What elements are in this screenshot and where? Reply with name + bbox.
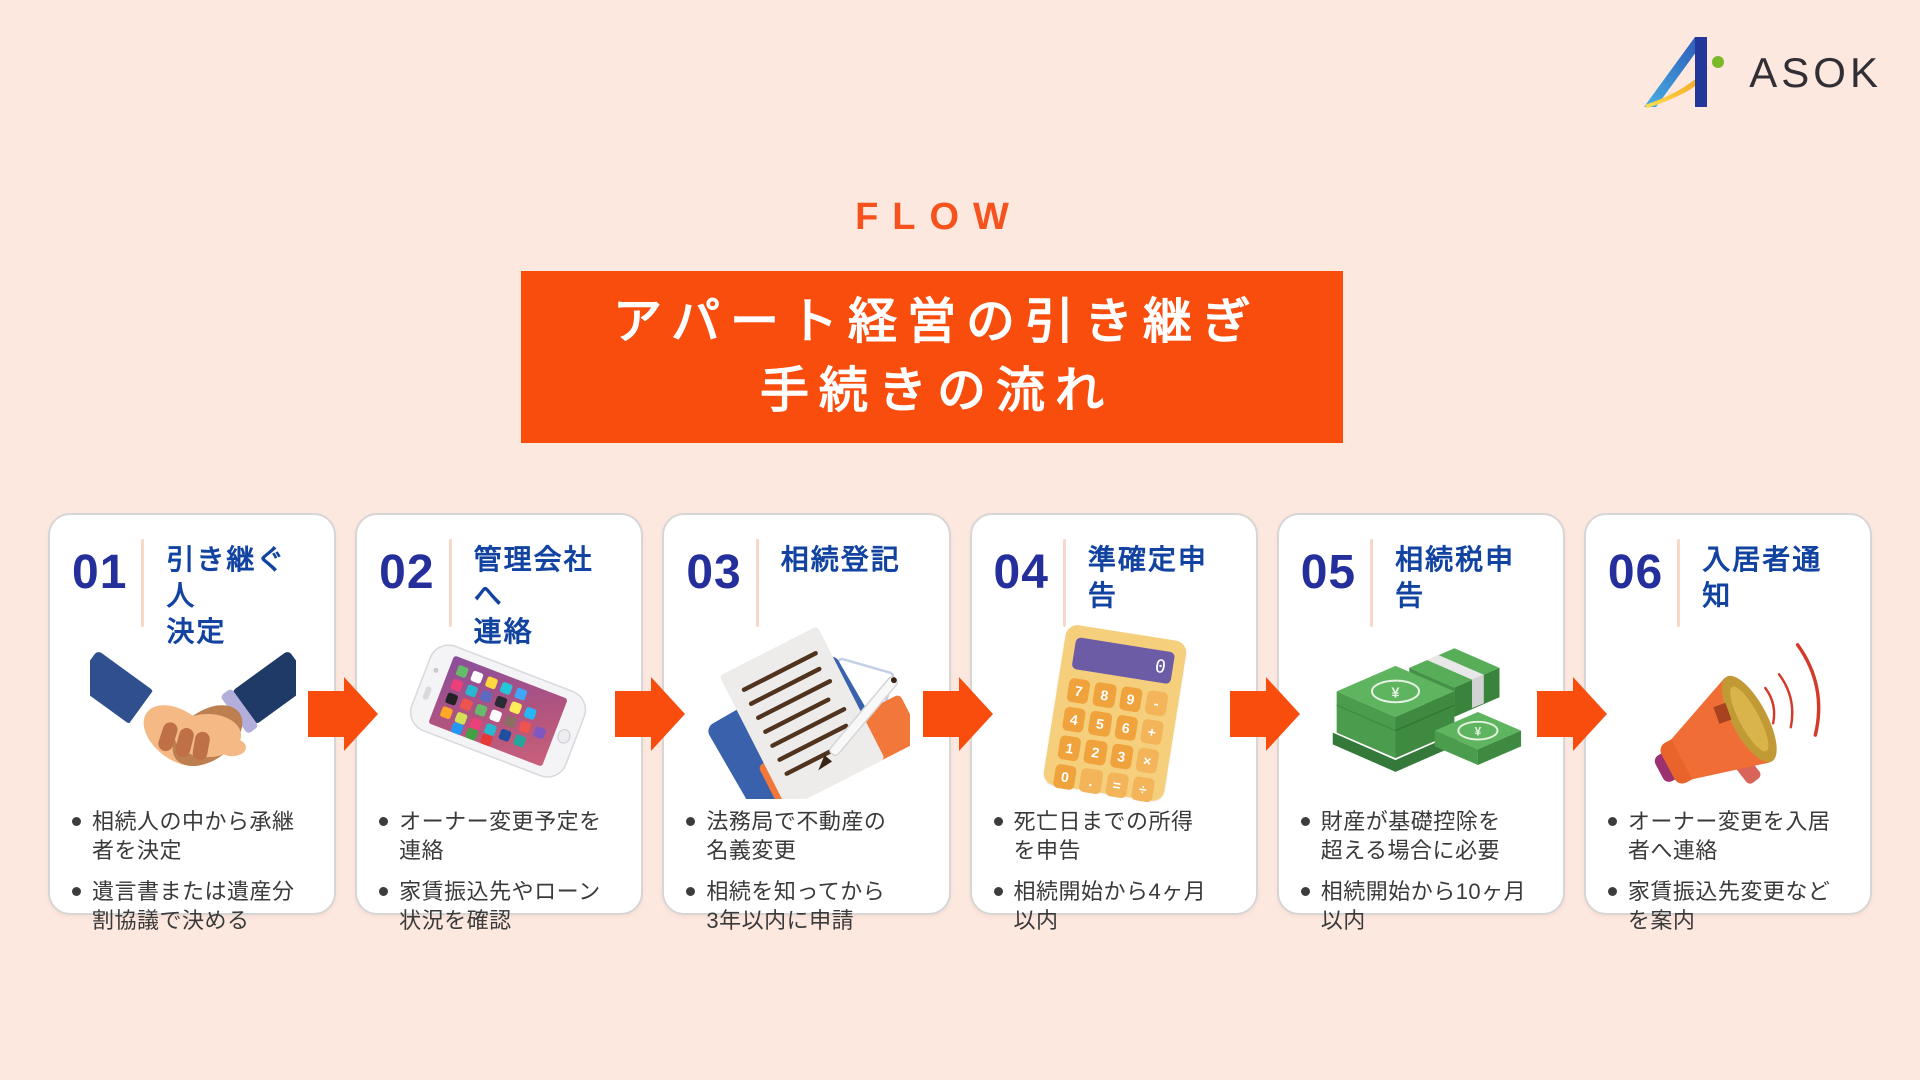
bullet-dot	[379, 886, 389, 896]
step-header: 05 相続税申告	[1301, 539, 1543, 627]
calc-key: 8	[1091, 681, 1117, 709]
step-divider	[141, 539, 145, 627]
step-header: 01 引き継ぐ人 決定	[72, 539, 314, 647]
calc-key: 1	[1056, 734, 1082, 762]
step-bullets: 相続人の中から承継 者を決定 遺言書または遺産分 割協議で決める	[72, 807, 314, 936]
calc-key: 6	[1113, 714, 1138, 742]
step-title: 管理会社へ 連絡	[473, 544, 594, 647]
banner-title-line1: アパート経営の引き継ぎ	[612, 294, 1262, 349]
step-card-01: 01 引き継ぐ人 決定	[48, 513, 379, 933]
step-number: 06	[1607, 546, 1664, 599]
flow-eyebrow: FLOW	[855, 196, 1023, 238]
calculator-icon: 0 7 8 9 - 4 5 6 + 1 2 3 × 0 . =	[1041, 623, 1188, 803]
asok-logo-mark-icon	[1644, 37, 1725, 108]
steps-row: 01 引き継ぐ人 決定	[48, 513, 1873, 933]
megaphone-icon	[1608, 627, 1850, 799]
brand-logo: ASOK	[1644, 36, 1882, 110]
bullet-dot	[1607, 817, 1617, 826]
step-title: 相続税申告	[1395, 544, 1516, 611]
step-number: 03	[686, 546, 742, 599]
bullet-dot	[1300, 886, 1310, 896]
step-number: 04	[993, 546, 1049, 599]
step-bullets: オーナー変更予定を 連絡 家賃振込先やローン 状況を確認	[379, 807, 621, 936]
step-number: 01	[72, 546, 128, 599]
calc-key: 0	[1052, 763, 1077, 791]
bullet-item: オーナー変更を入居 者へ連絡	[1607, 807, 1850, 866]
svg-text:¥: ¥	[1474, 726, 1481, 739]
bullet-dot	[72, 817, 81, 826]
step-bullets: 財産が基礎控除を 超える場合に必要 相続開始から10ヶ月 以内	[1300, 807, 1543, 936]
step-header: 02 管理会社へ 連絡	[379, 539, 621, 647]
calc-key: 7	[1065, 677, 1091, 705]
calc-key: 3	[1108, 743, 1134, 771]
bullet-item: 相続開始から10ヶ月 以内	[1300, 877, 1543, 936]
step-card-05: 05 相続税申告 ¥	[1276, 513, 1607, 933]
step-bullets: 死亡日までの所得 を申告 相続開始から4ヶ月 以内	[993, 807, 1236, 936]
bullet-item: 相続開始から4ヶ月 以内	[993, 877, 1236, 936]
step-title: 準確定申告	[1087, 544, 1208, 611]
calc-key: 2	[1082, 738, 1108, 766]
step-header: 06 入居者通知	[1608, 539, 1850, 627]
bullet-item: 遺言書または遺産分 割協議で決める	[72, 877, 314, 936]
money-stack-icon: ¥ ¥	[1301, 627, 1543, 799]
bullet-item: 家賃振込先やローン 状況を確認	[379, 877, 621, 936]
calc-key: 9	[1117, 685, 1143, 713]
calc-key: 4	[1061, 706, 1087, 734]
calculator-keys: 7 8 9 - 4 5 6 + 1 2 3 × 0 . = ÷	[1052, 677, 1169, 803]
step-title: 入居者通知	[1702, 544, 1823, 611]
bullet-item: 相続を知ってから 3年以内に申請	[686, 877, 928, 936]
calc-key: .	[1078, 767, 1103, 795]
step-number: 02	[379, 546, 435, 599]
step-divider	[1677, 539, 1681, 627]
step-number: 05	[1300, 546, 1357, 599]
step-bullets: オーナー変更を入居 者へ連絡 家賃振込先変更など を案内	[1607, 807, 1850, 936]
bullet-dot	[1607, 886, 1617, 896]
bullet-dot	[686, 886, 696, 896]
step-divider	[755, 539, 759, 627]
bullet-item: 家賃振込先変更など を案内	[1607, 877, 1850, 936]
bullet-dot	[993, 817, 1003, 826]
step-divider	[1370, 539, 1374, 627]
calc-key: +	[1139, 718, 1164, 746]
calc-key: =	[1104, 771, 1129, 799]
bullet-dot	[686, 817, 696, 826]
step-header: 03 相続登記	[686, 539, 928, 627]
bullet-item: 死亡日までの所得 を申告	[993, 807, 1236, 866]
step-bullets: 法務局で不動産の 名義変更 相続を知ってから 3年以内に申請	[686, 807, 928, 936]
step-title: 引き継ぐ人 決定	[166, 544, 287, 647]
svg-text:¥: ¥	[1391, 685, 1400, 701]
step-card-04: 04 準確定申告 0 7 8 9 - 4 5 6 + 1 2 3	[969, 513, 1300, 933]
step-card-06: 06 入居者通知	[1583, 513, 1873, 933]
bullet-dot	[1300, 817, 1310, 826]
sound-waves-icon	[1764, 643, 1821, 737]
bullet-item: 法務局で不動産の 名義変更	[686, 807, 928, 866]
brand-name: ASOK	[1749, 49, 1882, 96]
bullet-dot	[72, 886, 81, 896]
handshake-icon	[72, 627, 314, 799]
calculator-display: 0	[1070, 637, 1175, 685]
bullet-dot	[993, 886, 1003, 896]
step-card-02: 02 管理会社へ 連絡	[355, 513, 686, 933]
logo-green-dot	[1712, 56, 1725, 68]
step-divider	[1062, 539, 1066, 627]
bullet-item: オーナー変更予定を 連絡	[379, 807, 621, 866]
calc-key: 5	[1087, 710, 1112, 738]
calc-key: ×	[1134, 747, 1160, 775]
bullet-item: 財産が基礎控除を 超える場合に必要	[1300, 807, 1543, 866]
title-banner: アパート経営の引き継ぎ 手続きの流れ	[521, 271, 1343, 443]
bullet-item: 相続人の中から承継 者を決定	[72, 807, 314, 866]
calc-key: ÷	[1130, 775, 1155, 803]
calc-key: -	[1143, 689, 1169, 717]
banner-title-line2: 手続きの流れ	[759, 364, 1114, 418]
step-title: 相続登記	[780, 544, 901, 575]
step-header: 04 準確定申告	[994, 539, 1236, 627]
bullet-dot	[379, 817, 389, 826]
step-divider	[448, 539, 452, 627]
documents-icon	[686, 627, 928, 799]
smartphone-icon	[379, 627, 621, 799]
step-card-03: 03 相続登記	[662, 513, 993, 933]
